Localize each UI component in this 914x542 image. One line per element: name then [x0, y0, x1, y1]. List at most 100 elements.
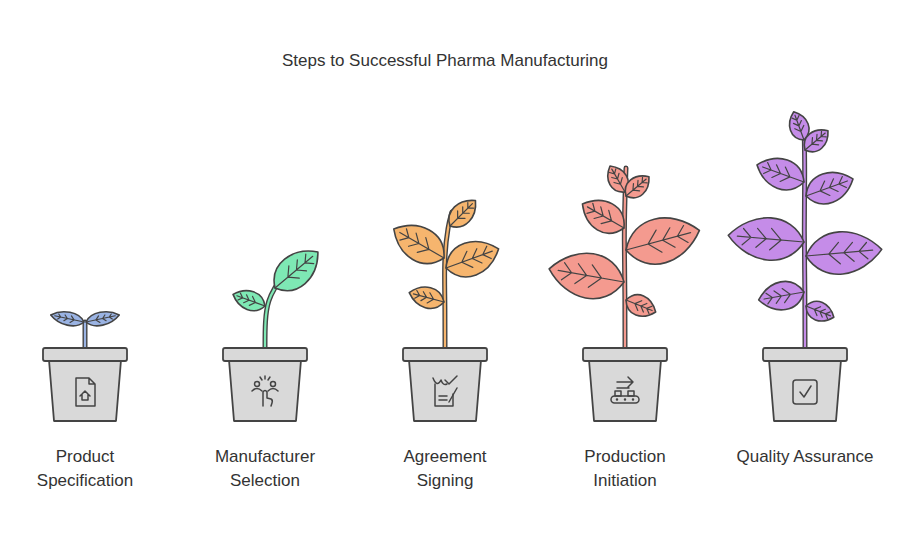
step-label-node: Product Specification — [23, 445, 148, 493]
leaf — [407, 283, 447, 312]
leaf — [799, 124, 834, 158]
stem-outline — [445, 212, 452, 350]
leaf-vein — [802, 129, 828, 153]
leaf — [49, 309, 85, 329]
leaf — [443, 193, 483, 233]
leaf-blade — [385, 214, 452, 272]
step-label: Agreement Signing — [390, 445, 500, 493]
leaf-vein — [803, 174, 850, 203]
leaf-vein — [270, 250, 318, 294]
stem-outline — [83, 322, 88, 350]
pot-rim — [223, 348, 307, 361]
leaf-vein — [443, 243, 495, 276]
leaf-blade — [49, 309, 85, 329]
leaf — [545, 247, 628, 305]
leaf-blade — [799, 124, 834, 158]
step-icon — [793, 380, 817, 404]
leaf-blade — [85, 309, 121, 329]
step-label-node: Agreement Signing — [390, 445, 500, 493]
pot-rim — [403, 348, 487, 361]
leaf-vein — [446, 200, 476, 230]
leaf — [802, 297, 837, 326]
leaf — [726, 214, 805, 263]
leaf-blade — [230, 286, 268, 315]
leaf-blade — [804, 228, 883, 277]
leaf-vein — [736, 226, 804, 253]
leaf-blade — [620, 170, 655, 204]
leaf — [801, 165, 858, 210]
leaf-blade — [545, 247, 628, 305]
plants — [49, 109, 883, 350]
leaf — [752, 151, 809, 196]
pot-body — [769, 360, 841, 421]
step-label-node: Quality Assurance — [715, 445, 895, 469]
pot-body — [589, 360, 661, 421]
leaf-blade — [265, 240, 328, 300]
leaf-vein — [624, 295, 654, 315]
pot-body — [49, 360, 121, 421]
leaf-blade — [575, 191, 632, 241]
leaf — [440, 233, 504, 284]
leaf-blade — [802, 297, 837, 326]
leaf-vein — [235, 291, 266, 310]
plant — [230, 240, 328, 350]
pot-rim — [763, 348, 847, 361]
leaf-blade — [407, 283, 447, 312]
stem-outline — [804, 122, 805, 350]
leaf — [85, 309, 121, 329]
pot-body — [229, 360, 301, 421]
step-label: Production Initiation — [570, 445, 680, 493]
leaf-blade — [622, 290, 659, 321]
diagram-title: Steps to Successful Pharma Manufacturing — [282, 51, 608, 71]
pot-rim — [583, 348, 667, 361]
plant — [385, 193, 504, 350]
step-label: Manufacturer Selection — [203, 445, 328, 493]
step-label: Product Specification — [23, 445, 148, 493]
stem — [804, 122, 805, 350]
pot-rim — [43, 348, 127, 361]
leaf-blade — [801, 165, 858, 210]
leaf-blade — [752, 151, 809, 196]
flower-pot — [403, 348, 487, 421]
step-label: Quality Assurance — [715, 445, 895, 469]
plant — [49, 309, 120, 350]
leaf — [620, 209, 705, 272]
pot-body — [409, 360, 481, 421]
leaf — [804, 228, 883, 277]
leaf-blade — [440, 233, 504, 284]
step-label-node: Manufacturer Selection — [203, 445, 328, 493]
leaf-vein — [54, 313, 85, 326]
stem-outline — [265, 286, 276, 350]
leaf-vein — [556, 259, 626, 293]
leaf-blade — [620, 209, 705, 272]
step-label-node: Production Initiation — [570, 445, 680, 493]
leaf — [620, 170, 655, 204]
leaf-vein — [584, 200, 628, 234]
leaf-vein — [804, 302, 832, 321]
plant — [545, 161, 705, 350]
step-icon — [433, 376, 457, 406]
leaf-vein — [623, 175, 649, 199]
plant — [726, 109, 883, 350]
flower-pot — [43, 348, 127, 421]
step-icon — [611, 377, 639, 403]
step-icon — [252, 376, 278, 406]
step-icon — [76, 378, 95, 406]
flower-pot — [583, 348, 667, 421]
leaf — [575, 191, 632, 241]
leaf-vein — [412, 289, 445, 307]
leaf-vein — [763, 285, 805, 306]
leaf-vein — [85, 313, 116, 326]
leaf-blade — [443, 193, 483, 233]
stem — [445, 212, 452, 350]
stem — [84, 322, 86, 350]
stem — [265, 286, 276, 350]
leaf-vein — [396, 225, 449, 265]
leaf-vein — [760, 160, 807, 189]
leaf-blade — [726, 214, 805, 263]
leaf-vein — [623, 222, 694, 261]
leaf — [385, 214, 452, 272]
flower-pot — [763, 348, 847, 421]
leaf-blade — [756, 278, 806, 314]
flower-pot — [223, 348, 307, 421]
